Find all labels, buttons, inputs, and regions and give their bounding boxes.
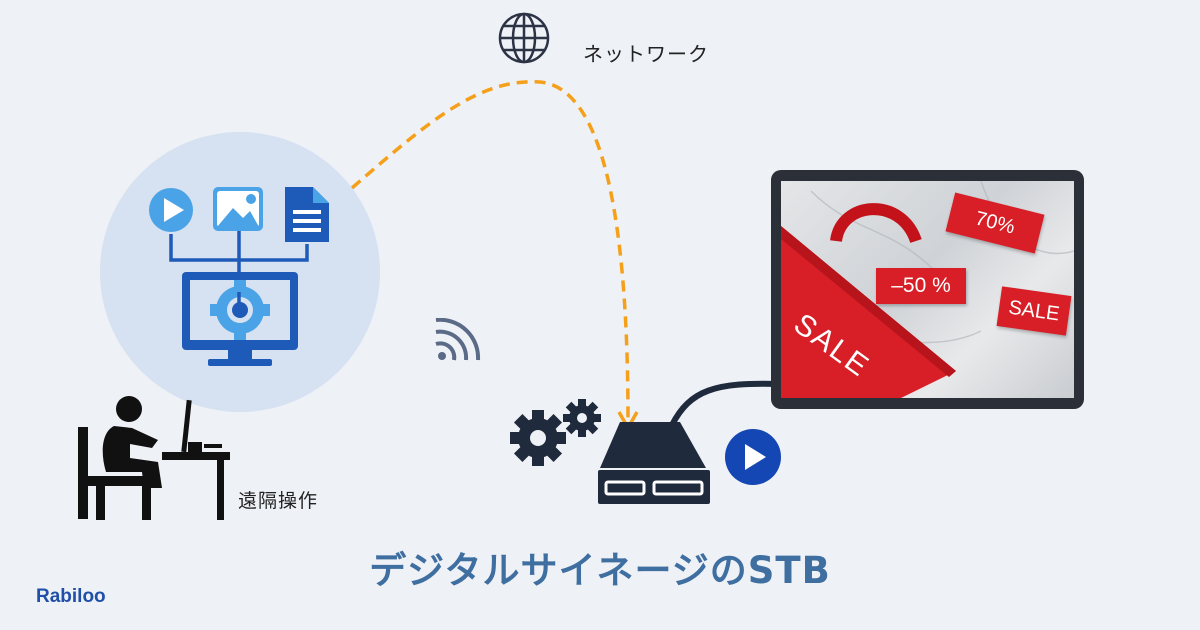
globe-icon — [498, 12, 550, 64]
wireless-signal-icon — [435, 318, 481, 361]
cms-group — [100, 132, 380, 412]
remote-operation-label: 遠隔操作 — [238, 490, 319, 512]
image-icon — [213, 187, 263, 231]
monitor-gear-icon — [182, 272, 298, 366]
set-top-box-icon — [598, 422, 710, 504]
page-title: デジタルサイネージのSTB — [369, 549, 831, 592]
gears-icon — [510, 399, 601, 466]
shopping-bag — [781, 203, 956, 398]
document-icon — [285, 187, 329, 242]
network-label: ネットワーク — [583, 42, 709, 66]
signage-display: SALE 70% –50 % SALE — [771, 170, 1084, 409]
play-circle-icon[interactable] — [724, 428, 782, 486]
tag-minus-50: –50 % — [876, 268, 966, 304]
person-at-desk-icon — [78, 396, 230, 520]
brand-logo: Rabiloo — [36, 586, 106, 607]
play-icon — [149, 188, 193, 232]
signage-screen: SALE 70% –50 % SALE — [781, 181, 1074, 398]
